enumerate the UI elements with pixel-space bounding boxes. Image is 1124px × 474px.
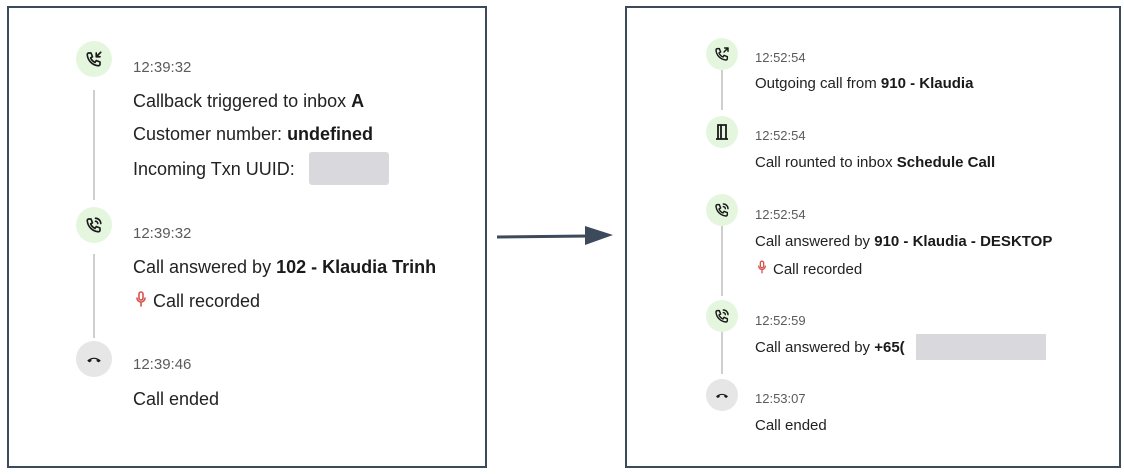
event-time: 12:52:54 — [755, 128, 806, 143]
incoming-call-icon — [76, 41, 112, 77]
timeline-connector — [93, 90, 95, 200]
call-recorded-label: Call recorded — [135, 291, 260, 312]
event-time: 12:52:54 — [755, 50, 806, 65]
event-time: 12:39:32 — [133, 225, 192, 242]
redacted-uuid — [309, 152, 389, 185]
event-time: 12:52:59 — [755, 313, 806, 328]
event-text: Call ended — [755, 417, 827, 434]
redacted-phone-number — [916, 334, 1046, 360]
call-log-before-panel: 12:39:32 Callback triggered to inbox A C… — [7, 6, 487, 468]
event-text: Incoming Txn UUID: — [133, 159, 295, 179]
event-text: Callback triggered to inbox A — [133, 91, 365, 111]
arrow-right-icon — [497, 226, 613, 245]
event-time: 12:39:46 — [133, 356, 192, 373]
event-text: Call answered by +65( — [755, 339, 905, 356]
call-answered-icon — [76, 207, 112, 243]
timeline-connector — [721, 226, 723, 296]
timeline-connector — [721, 70, 723, 110]
call-answered-icon — [706, 300, 738, 332]
call-answered-icon — [706, 194, 738, 226]
timeline-connector — [721, 332, 723, 374]
call-log-after-panel: 12:52:54 Outgoing call from 910 - Klaudi… — [625, 6, 1121, 468]
outgoing-call-icon — [706, 38, 738, 70]
microphone-icon — [757, 260, 767, 278]
event-text: Customer number: undefined — [133, 124, 374, 144]
event-text: Outgoing call from 910 - Klaudia — [755, 75, 974, 92]
event-time: 12:52:54 — [755, 207, 806, 222]
event-time: 12:39:32 — [133, 59, 192, 76]
event-text: Call ended — [133, 389, 220, 409]
call-recorded-label: Call recorded — [757, 260, 862, 278]
event-time: 12:53:07 — [755, 391, 806, 406]
call-ended-icon — [706, 379, 738, 411]
timeline-connector — [93, 254, 95, 338]
call-ended-icon — [76, 341, 112, 377]
door-icon — [706, 116, 738, 148]
event-text: Call answered by 910 - Klaudia - DESKTOP — [755, 233, 1053, 250]
event-text: Call answered by 102 - Klaudia Trinh — [133, 257, 437, 277]
event-text: Call rounted to inbox Schedule Call — [755, 154, 996, 171]
microphone-icon — [135, 291, 147, 312]
